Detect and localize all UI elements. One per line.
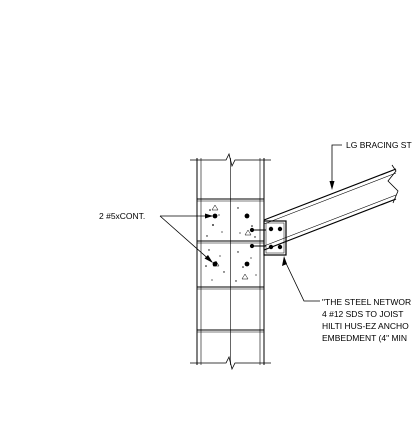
rebar-dot [212,213,218,219]
anchor-leaders [249,227,266,249]
grouted-cells [205,207,257,282]
bracing-leader [329,144,342,190]
rebar-dot [244,261,250,267]
rebar-bars [212,213,250,267]
wall-break-mark-bottom [190,355,271,371]
note-line-1: "THE STEEL NETWOR [322,297,411,307]
note-leader [282,256,320,302]
rebar-dot [212,261,218,267]
bracing-label: LG BRACING ST [346,140,412,150]
wall-break-mark-top [190,152,271,168]
masonry-wall [196,158,265,365]
rebar-leader [159,213,213,263]
note-line-2: 4 #12 SDS TO JOIST [322,309,403,319]
rebar-label: 2 #5xCONT. [99,211,145,221]
steel-bracing-member [263,164,399,251]
note-line-4: EMBEDMENT (4" MIN [322,333,407,343]
connector-plate [263,220,287,256]
rebar-dot [244,213,250,219]
note-line-3: HILTI HUS-EZ ANCHO [322,321,409,331]
